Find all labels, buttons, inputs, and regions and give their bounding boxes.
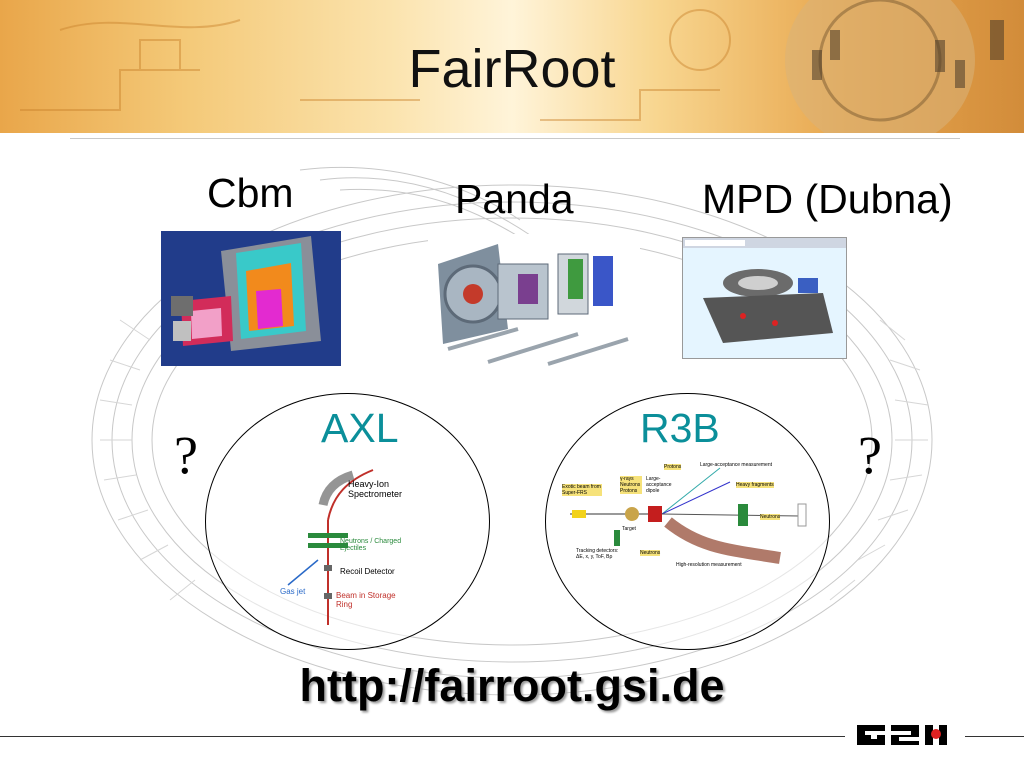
r3b-circle: [545, 393, 830, 650]
title-divider: [70, 138, 960, 139]
r3b-text-dipole: Large-acceptance dipole: [646, 476, 672, 494]
axl-label: AXL: [321, 405, 399, 451]
fairroot-url-link[interactable]: http://fairroot.gsi.de: [299, 660, 725, 711]
r3b-text-exotic-beam: Exotic beam from Super-FRS: [562, 484, 602, 496]
r3b-text-neutrons-bottom: Neutrons: [640, 550, 661, 556]
r3b-text-gamma: γ-rays Neutrons Protons: [620, 476, 642, 494]
header-banner: [0, 0, 1024, 133]
r3b-text-high-resolution: High-resolution measurement: [676, 562, 742, 568]
r3b-text-tracking: Tracking detectors: ΔE, x, y, ToF, Bρ: [576, 548, 619, 560]
question-mark-right: ?: [858, 425, 882, 485]
gsi-logo-icon: [855, 723, 963, 752]
axl-text-neutrons: Neutrons / Charged Ejectiles: [340, 538, 402, 552]
r3b-text-large-acceptance: Large-acceptance measurement: [700, 462, 772, 468]
axl-text-gasjet: Gas jet: [280, 587, 306, 596]
r3b-text-neutrons-right: Neutrons: [760, 514, 781, 520]
axl-circle: [205, 393, 490, 650]
r3b-diagram: Exotic beam from Super-FRS γ-rays Neutro…: [560, 458, 815, 578]
experiment-label-panda: Panda: [455, 176, 574, 222]
footer-line-left: [0, 736, 845, 737]
r3b-text-target: Target: [622, 526, 636, 532]
panda-detector-image: [428, 234, 640, 369]
banner-decoration: [20, 0, 1004, 133]
mpd-webpage-image: [682, 237, 847, 359]
axl-text-beam: Beam in Storage Ring: [336, 591, 396, 609]
axl-text-recoil: Recoil Detector: [340, 567, 395, 576]
axl-diagram: Heavy-Ion Spectrometer Neutrons / Charge…: [278, 465, 438, 625]
experiment-label-cbm: Cbm: [207, 170, 294, 216]
axl-text-spectrometer: Heavy-Ion Spectrometer: [348, 479, 403, 499]
r3b-text-heavy-fragments: Heavy fragments: [736, 482, 774, 488]
cbm-detector-image: [161, 231, 341, 366]
slide-title: FairRoot: [408, 39, 616, 99]
question-mark-left: ?: [174, 425, 198, 485]
r3b-text-protons: Protons: [664, 464, 682, 470]
r3b-label: R3B: [640, 405, 720, 451]
experiment-label-mpd: MPD (Dubna): [702, 176, 953, 222]
footer-line-right: [965, 736, 1024, 737]
